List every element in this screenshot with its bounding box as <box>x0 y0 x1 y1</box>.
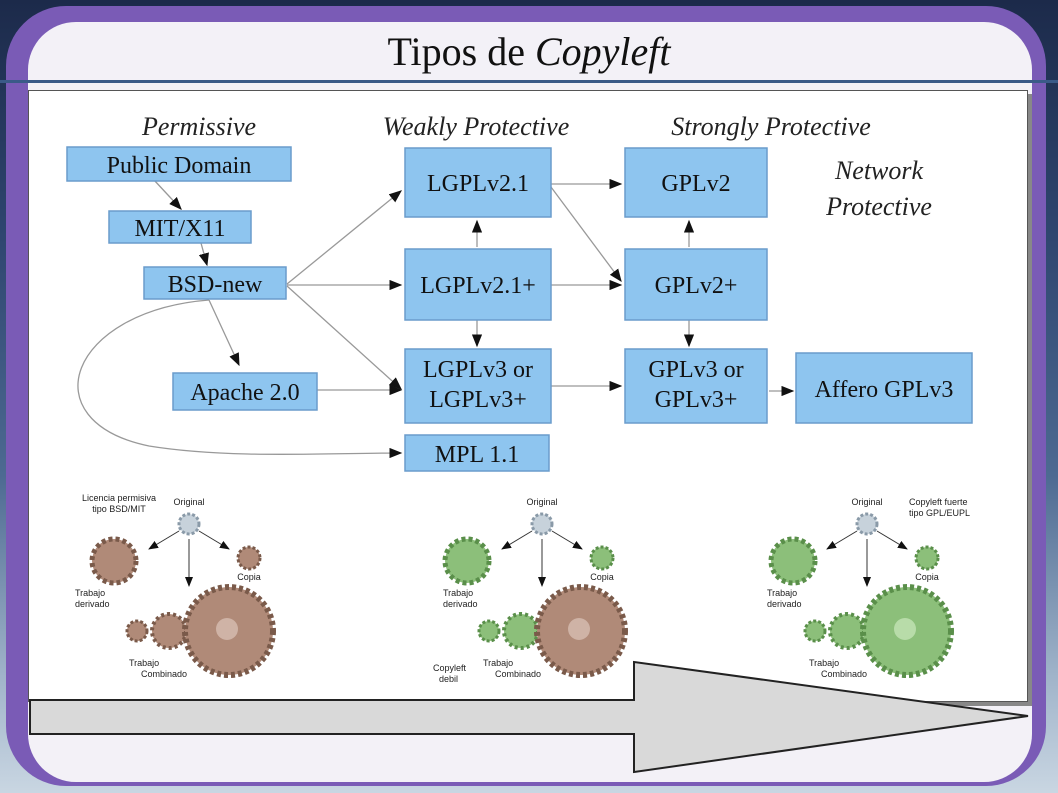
node-bsd-label: BSD-new <box>168 272 263 298</box>
derived-gear-icon-3 <box>768 536 818 586</box>
gear-panel1-derivado-1: Trabajo <box>75 588 105 598</box>
gear-panel3-lic-2: tipo GPL/EUPL <box>909 508 970 518</box>
title-emphasis: Copyleft <box>534 29 671 74</box>
gear-panel2-original: Original <box>526 497 557 507</box>
node-lgpl21-label: LGPLv2.1 <box>427 171 529 197</box>
gear-panel3-original: Original <box>851 497 882 507</box>
derived-gear-icon-2 <box>442 536 492 586</box>
gear-panel1-original: Original <box>173 497 204 507</box>
header-strong: Strongly Protective <box>671 112 871 141</box>
gear-panel-strong: Original Copyleft fuerte tipo GPL/EUPL C… <box>767 497 970 679</box>
gear-panel2-derivado-2: derivado <box>443 599 478 609</box>
gear-panel3-derivado-1: Trabajo <box>767 588 797 598</box>
gear-panel-weak: Original Copia Trabajo derivado Copyleft… <box>433 497 628 684</box>
gear-panel1-copia: Copia <box>237 572 261 582</box>
content-image: Permissive Weakly Protective Strongly Pr… <box>28 90 1028 702</box>
combined-small-gear-icon-3 <box>803 619 827 643</box>
node-mit: MIT/X11 <box>108 210 252 244</box>
node-gplv2-label: GPLv2 <box>661 171 730 197</box>
node-bsd: BSD-new <box>143 266 287 300</box>
node-mit-label: MIT/X11 <box>134 216 225 242</box>
node-public-domain-label: Public Domain <box>107 153 252 179</box>
original-gear-icon-3 <box>855 512 879 536</box>
node-lgpl21plus: LGPLv2.1+ <box>404 248 552 321</box>
gear-panel1-combinado-1: Trabajo <box>129 658 159 668</box>
copy-gear-icon-3 <box>914 545 940 571</box>
node-gplv2plus: GPLv2+ <box>624 248 768 321</box>
node-lgpl3-label-1: LGPLv3 or <box>423 357 533 383</box>
node-lgpl21: LGPLv2.1 <box>404 147 552 218</box>
node-lgpl21plus-label: LGPLv2.1+ <box>420 273 536 299</box>
gear-panel3-combinado-2: Combinado <box>821 669 867 679</box>
copy-gear-icon <box>236 545 262 571</box>
gear-panel2-derivado-1: Trabajo <box>443 588 473 598</box>
derived-gear-icon <box>89 536 139 586</box>
node-gpl3-label-2: GPLv3+ <box>655 387 738 413</box>
gear-panel1-lic-1: Licencia permisiva <box>82 493 156 503</box>
node-mpl-label: MPL 1.1 <box>435 442 519 468</box>
header-network-2: Protective <box>825 192 932 221</box>
combined-small-gear-icon-2 <box>477 619 501 643</box>
node-lgpl3: LGPLv3 or LGPLv3+ <box>404 348 552 424</box>
node-affero-label: Affero GPLv3 <box>815 377 954 403</box>
gear-panel1-lic-2: tipo BSD/MIT <box>92 504 146 514</box>
gear-panel2-debil-1: Copyleft <box>433 663 467 673</box>
gear-panel2-combinado-1: Trabajo <box>483 658 513 668</box>
node-gpl3-label-1: GPLv3 or <box>648 357 743 383</box>
gear-panel3-lic-1: Copyleft fuerte <box>909 497 968 507</box>
gear-panel1-combinado-2: Combinado <box>141 669 187 679</box>
gear-panel3-combinado-1: Trabajo <box>809 658 839 668</box>
title-prefix: Tipos de <box>387 29 535 74</box>
gear-panel3-derivado-2: derivado <box>767 599 802 609</box>
gear-panel2-debil-2: debil <box>439 674 458 684</box>
node-apache-label: Apache 2.0 <box>190 380 299 406</box>
node-gplv2: GPLv2 <box>624 147 768 218</box>
gear-panel3-copia: Copia <box>915 572 939 582</box>
combined-small-gear-icon <box>125 619 149 643</box>
node-gplv2plus-label: GPLv2+ <box>655 273 738 299</box>
combined-gear-hub-icon-2 <box>568 618 590 640</box>
gear-panel2-copia: Copia <box>590 572 614 582</box>
edges <box>77 178 795 459</box>
header-network-1: Network <box>834 156 924 185</box>
gear-panel-permissive: Licencia permisiva tipo BSD/MIT Original… <box>75 493 276 679</box>
combined-gear-hub-icon-3 <box>894 618 916 640</box>
slide-title: Tipos de Copyleft <box>0 28 1058 75</box>
node-public-domain: Public Domain <box>66 146 292 182</box>
original-gear-icon-2 <box>530 512 554 536</box>
gear-panel2-combinado-2: Combinado <box>495 669 541 679</box>
copy-gear-icon-2 <box>589 545 615 571</box>
title-underline <box>0 80 1058 83</box>
node-lgpl3-label-2: LGPLv3+ <box>429 387 527 413</box>
license-diagram: Permissive Weakly Protective Strongly Pr… <box>66 112 973 684</box>
node-affero: Affero GPLv3 <box>795 352 973 424</box>
header-weak: Weakly Protective <box>383 112 569 141</box>
original-gear-icon <box>177 512 201 536</box>
gear-panel1-derivado-2: derivado <box>75 599 110 609</box>
node-mpl: MPL 1.1 <box>404 434 550 472</box>
combined-gear-hub-icon <box>216 618 238 640</box>
node-gpl3: GPLv3 or GPLv3+ <box>624 348 768 424</box>
node-apache: Apache 2.0 <box>172 372 318 411</box>
header-permissive: Permissive <box>141 112 256 141</box>
